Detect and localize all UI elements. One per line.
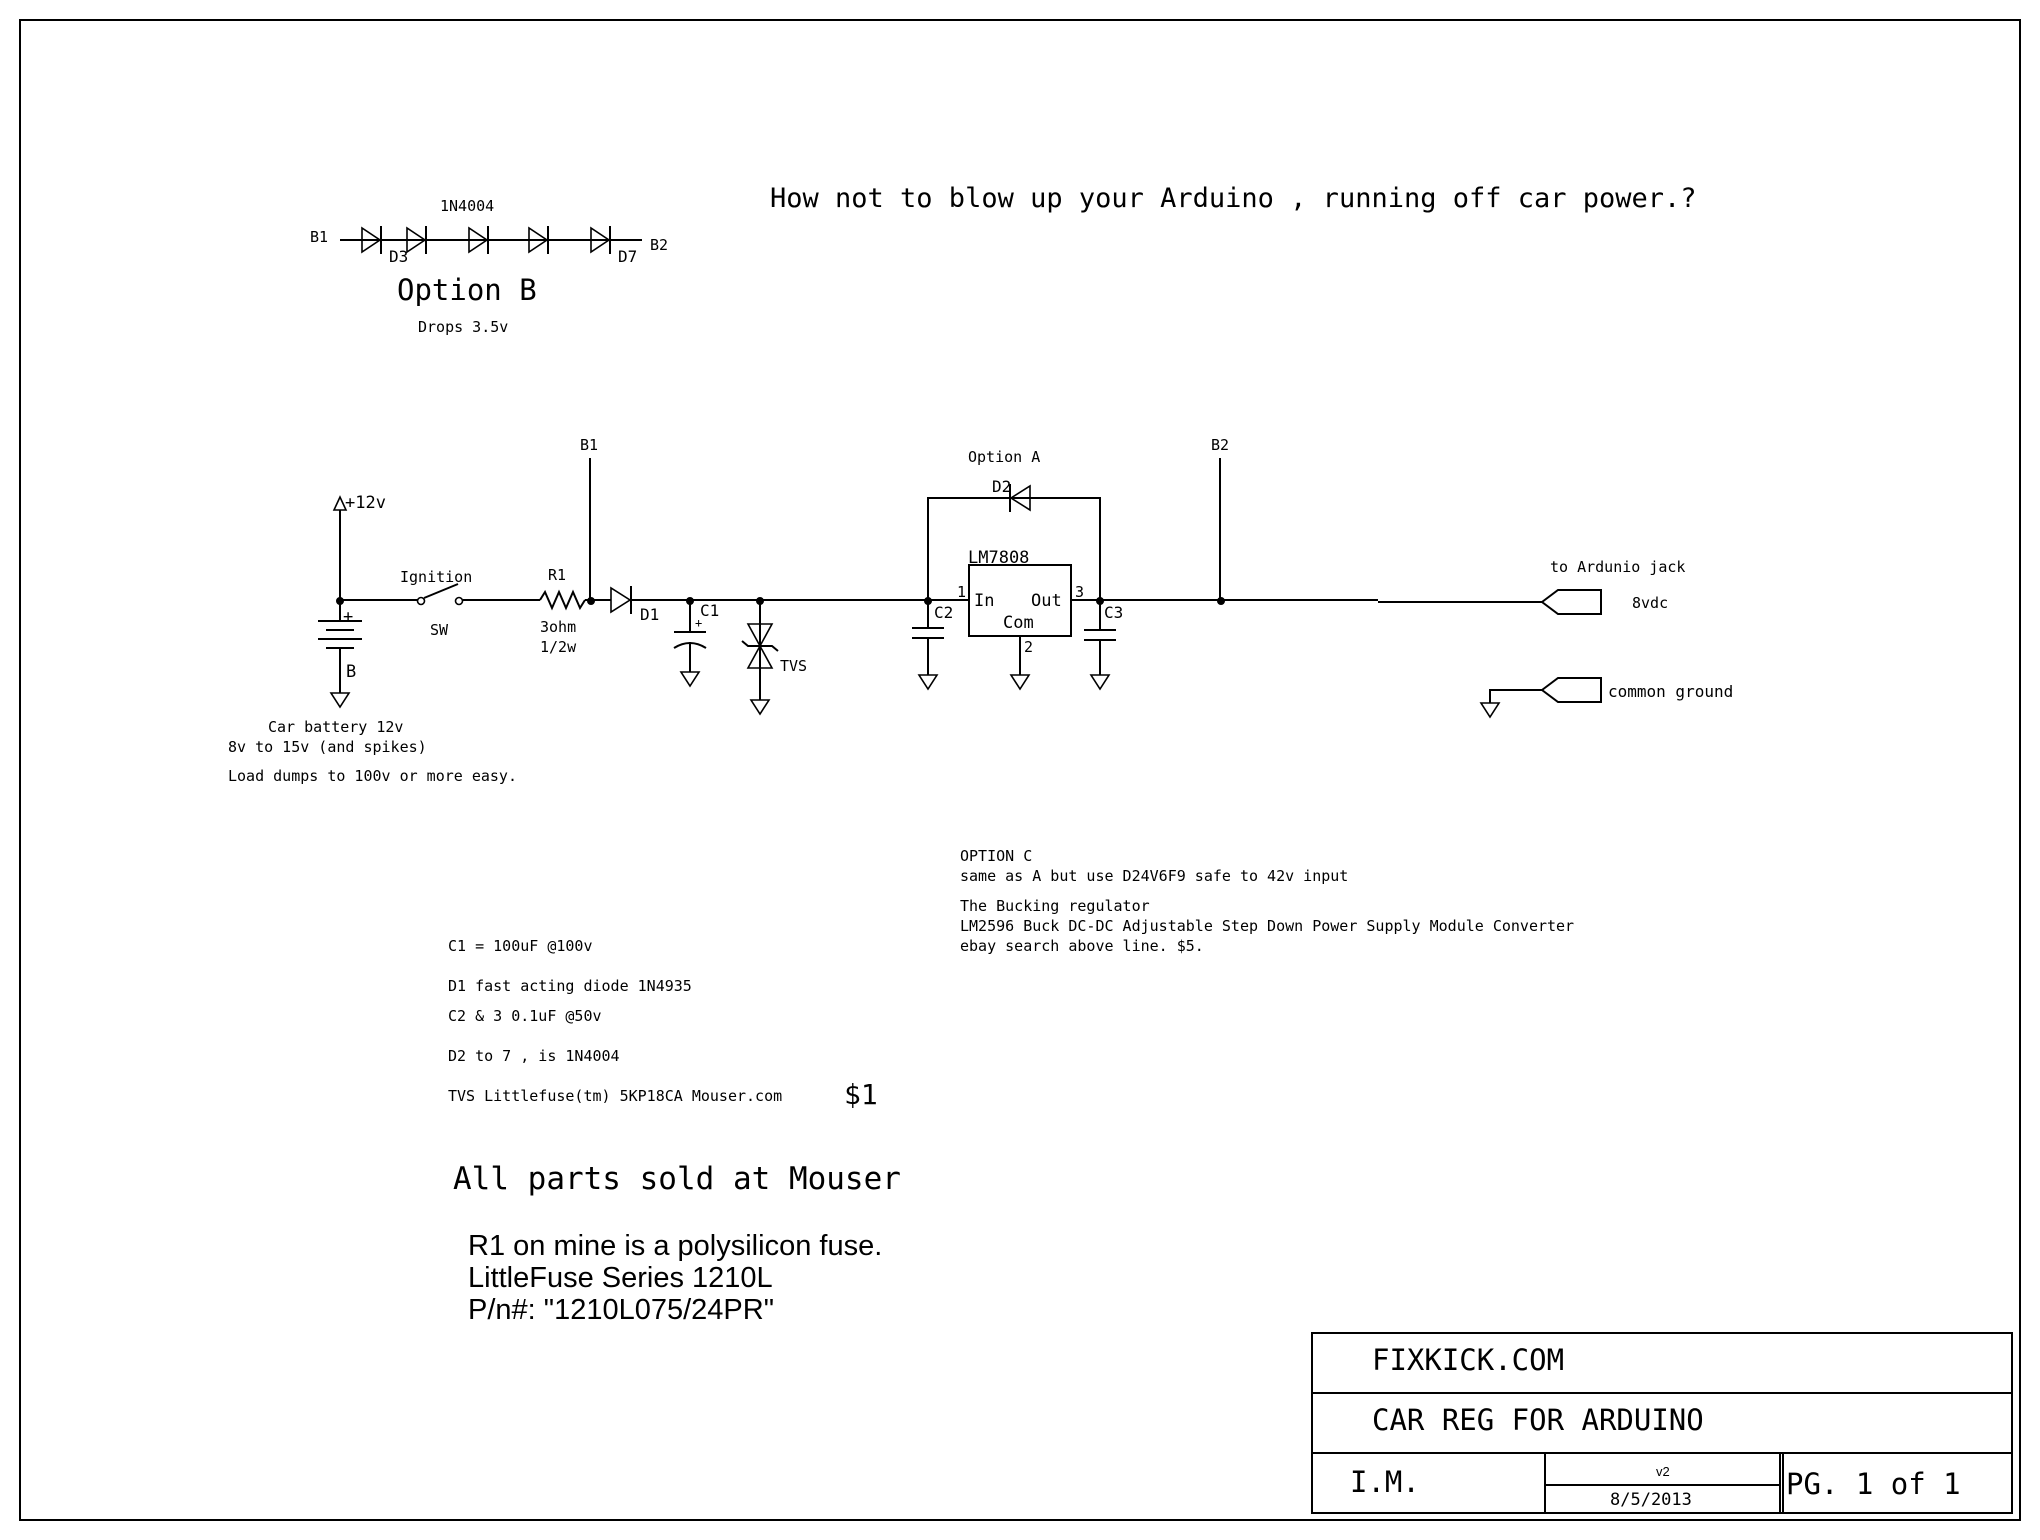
fuse-notes: R1 on mine is a polysilicon fuse. Little…: [468, 1230, 882, 1326]
diode-d6-icon: [528, 226, 549, 254]
regulator-pin-out: 3: [1075, 583, 1084, 601]
capacitor-c3-ref: C3: [1104, 603, 1123, 622]
ignition-switch-icon: [416, 583, 464, 606]
parts-note-4: D2 to 7 , is 1N4004: [448, 1047, 620, 1065]
option-b-diode-chain: B1 1N4004 D3 D7 B2 Option B Drops 3.5v: [310, 197, 668, 336]
title-block-drawing-title: CAR REG FOR ARDUINO: [1372, 1403, 1704, 1437]
diode-d5-icon: [468, 226, 489, 254]
diode-d1-ref: D1: [640, 605, 659, 624]
regulator-part: LM7808: [968, 548, 1029, 568]
option-c-line-4: LM2596 Buck DC-DC Adjustable Step Down P…: [960, 917, 1574, 935]
option-b-end-label: B2: [650, 236, 668, 254]
sheet-border: [19, 19, 2021, 1521]
regulator-pin-in: 1: [957, 583, 966, 601]
option-c-notes: OPTION C same as A but use D24V6F9 safe …: [960, 847, 1574, 955]
diode-d3-icon: [361, 226, 382, 254]
junction-dot: [587, 597, 595, 605]
regulator-in-label: In: [974, 591, 994, 611]
option-c-line-5: ebay search above line. $5.: [960, 937, 1204, 955]
resistor-power: 1/2w: [540, 638, 577, 656]
option-c-line-1: OPTION C: [960, 847, 1032, 865]
capacitor-c3-icon: [1084, 600, 1116, 691]
battery-plus: +: [343, 607, 353, 627]
title-block-company: FIXKICK.COM: [1372, 1343, 1564, 1377]
tvs-diode-icon: [741, 600, 779, 716]
title-block: FIXKICK.COM CAR REG FOR ARDUINO I.M. v2 …: [1311, 1332, 2013, 1514]
resistor-ref: R1: [548, 566, 566, 584]
option-b-subtext: Drops 3.5v: [418, 318, 508, 336]
diode-d7-icon: [590, 226, 611, 254]
diode-d1-icon: [610, 586, 632, 614]
option-c-line-2: same as A but use D24V6F9 safe to 42v in…: [960, 867, 1348, 885]
main-circuit: +12v + B Car battery 12v 8v to 15v (and …: [228, 436, 1733, 785]
battery-note-1: Car battery 12v: [268, 718, 403, 736]
tvs-label: TVS: [780, 657, 807, 675]
regulator-pin-com: 2: [1024, 638, 1033, 656]
option-a-bypass-wire: [927, 497, 1101, 600]
common-ground-label: common ground: [1608, 682, 1733, 701]
option-b-start-label: B1: [310, 228, 328, 246]
switch-label: Ignition: [400, 568, 472, 586]
fuse-note-2: LittleFuse Series 1210L: [468, 1262, 773, 1294]
resistor-value: 3ohm: [540, 618, 576, 636]
battery-icon: [318, 600, 362, 709]
parts-note-5: TVS Littlefuse(tm) 5KP18CA Mouser.com: [448, 1087, 782, 1105]
capacitor-c2-icon: [912, 600, 944, 691]
diode-d3-ref: D3: [389, 247, 408, 266]
title-block-date: 8/5/2013: [1610, 1490, 1692, 1510]
junction-dot: [1217, 597, 1225, 605]
parts-notes: C1 = 100uF @100v D1 fast acting diode 1N…: [448, 937, 878, 1111]
switch-ref: SW: [430, 621, 449, 639]
capacitor-c1-ref: C1: [700, 601, 719, 620]
title-block-page: PG. 1 of 1: [1786, 1467, 1961, 1501]
common-ground-connector: [1479, 677, 1602, 719]
capacitor-c2-ref: C2: [934, 603, 953, 622]
parts-note-2: D1 fast acting diode 1N4935: [448, 977, 692, 995]
parts-note-1: C1 = 100uF @100v: [448, 937, 593, 955]
regulator-out-label: Out: [1031, 591, 1062, 611]
battery-note-2: 8v to 15v (and spikes): [228, 738, 427, 756]
diode-d4-icon: [406, 226, 427, 254]
regulator-com-label: Com: [1003, 613, 1034, 633]
option-b-diode-part: 1N4004: [440, 197, 494, 215]
supply-label: +12v: [345, 493, 386, 513]
node-b1-label: B1: [580, 436, 598, 454]
title-block-author: I.M.: [1350, 1465, 1420, 1499]
fuse-note-3: P/n#: "1210L075/24PR": [468, 1294, 774, 1326]
voltage-out-label: 8vdc: [1632, 594, 1668, 612]
option-b-heading: Option B: [397, 273, 537, 307]
diode-d2-icon: [1009, 484, 1031, 512]
option-a-label: Option A: [968, 448, 1040, 466]
fuse-note-1: R1 on mine is a polysilicon fuse.: [468, 1230, 882, 1262]
capacitor-c1-icon: [673, 600, 707, 688]
arduino-jack-label: to Ardunio jack: [1550, 558, 1685, 576]
resistor-r1-icon: [539, 589, 586, 611]
price-label: $1: [844, 1078, 878, 1111]
diode-d7-ref: D7: [618, 247, 637, 266]
node-b2-label: B2: [1211, 436, 1229, 454]
battery-ref: B: [346, 662, 356, 682]
diode-d2-ref: D2: [992, 477, 1011, 496]
title-block-version: v2: [1656, 1464, 1670, 1479]
parts-note-3: C2 & 3 0.1uF @50v: [448, 1007, 602, 1025]
mouser-note: All parts sold at Mouser: [453, 1161, 901, 1197]
regulator-ground-icon: [1009, 636, 1031, 691]
arduino-jack-connector: [1540, 589, 1602, 615]
capacitor-c1-plus: +: [695, 616, 702, 630]
schematic-title: How not to blow up your Arduino , runnin…: [770, 183, 1697, 214]
option-c-line-3: The Bucking regulator: [960, 897, 1150, 915]
battery-note-3: Load dumps to 100v or more easy.: [228, 767, 517, 785]
